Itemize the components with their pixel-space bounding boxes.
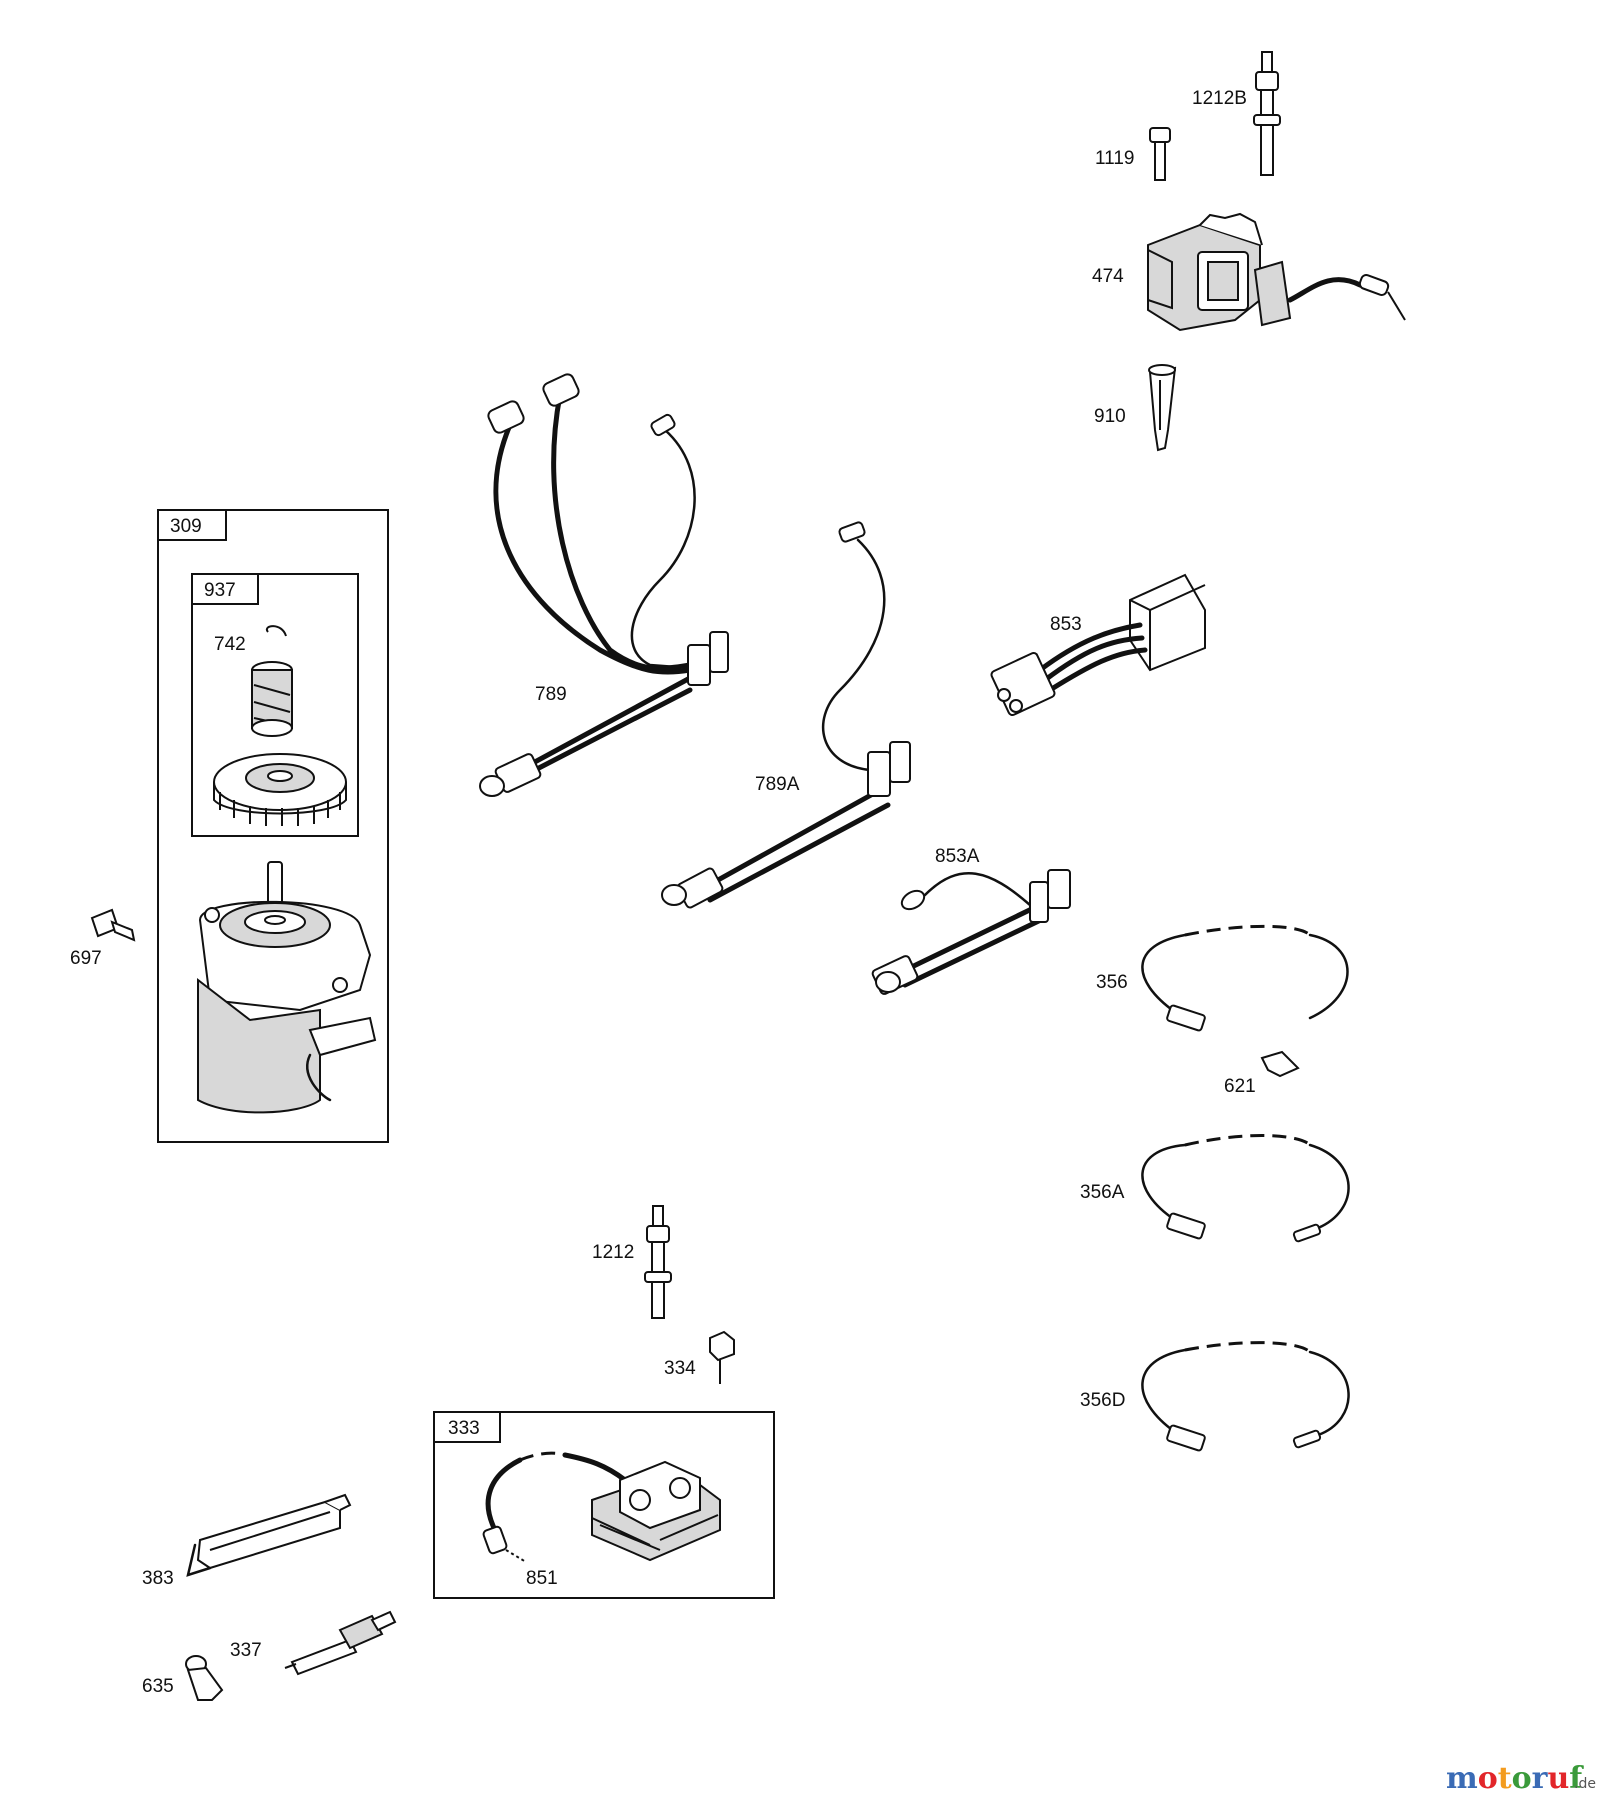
- part-853-connector: [990, 573, 1206, 717]
- part-1119-screw: [1149, 127, 1171, 181]
- part-1212-stud: [644, 1205, 672, 1319]
- part-697-bolt: [90, 908, 136, 942]
- label-309: 309: [170, 516, 202, 537]
- part-drive-pinion: [251, 661, 293, 737]
- part-789A-wire-harness: [661, 521, 911, 909]
- label-853: 853: [1050, 614, 1082, 635]
- label-1212: 1212: [592, 1242, 634, 1263]
- part-853A-ground-harness: [871, 869, 1071, 995]
- part-635-boot: [185, 1655, 224, 1701]
- label-742: 742: [214, 634, 246, 655]
- label-853A: 853A: [935, 846, 980, 867]
- label-356A: 356A: [1080, 1182, 1125, 1203]
- label-1119: 1119: [1095, 148, 1134, 169]
- part-621-clip: [1260, 1050, 1300, 1078]
- part-1212B-stud: [1253, 51, 1281, 176]
- label-356D: 356D: [1080, 1390, 1125, 1411]
- label-937: 937: [204, 580, 236, 601]
- label-635: 635: [142, 1676, 174, 1697]
- part-383-spark-plug-wrench: [186, 1493, 352, 1577]
- svg-text:.de: .de: [1574, 1776, 1596, 1792]
- part-starter-gear: [213, 753, 347, 826]
- part-starter-motor: [197, 861, 377, 1114]
- label-334: 334: [664, 1358, 696, 1379]
- svg-text:motoruf: motoruf: [1446, 1761, 1584, 1796]
- watermark-logo: motoruf .de: [1446, 1761, 1596, 1796]
- part-356A-wire: [1141, 1134, 1350, 1243]
- label-383: 383: [142, 1568, 174, 1589]
- label-333: 333: [448, 1418, 480, 1439]
- label-789A: 789A: [755, 774, 800, 795]
- part-789-wire-harness: [479, 373, 729, 797]
- part-742-clip: [265, 625, 287, 637]
- label-851: 851: [526, 1568, 558, 1589]
- label-337: 337: [230, 1640, 262, 1661]
- part-333-armature: [482, 1451, 721, 1562]
- leader-851: [505, 1549, 527, 1563]
- watermark-letter: o: [1512, 1761, 1532, 1796]
- label-789: 789: [535, 684, 567, 705]
- watermark-letter: t: [1498, 1761, 1512, 1796]
- part-356D-wire: [1141, 1341, 1350, 1452]
- part-910-spark-plug-boot: [1148, 364, 1177, 452]
- label-356: 356: [1096, 972, 1128, 993]
- label-910: 910: [1094, 406, 1126, 427]
- part-474-armature: [1147, 212, 1406, 332]
- watermark-letter: r: [1532, 1761, 1549, 1796]
- watermark-letter: o: [1478, 1761, 1498, 1796]
- label-697: 697: [70, 948, 102, 969]
- label-621: 621: [1224, 1076, 1256, 1097]
- watermark-letter: u: [1547, 1761, 1569, 1796]
- label-474: 474: [1092, 266, 1124, 287]
- watermark-letter: m: [1446, 1761, 1478, 1796]
- part-356-wire: [1141, 924, 1349, 1032]
- label-1212B: 1212B: [1192, 88, 1247, 109]
- watermark-letter: f: [1569, 1761, 1584, 1796]
- part-337-spark-plug: [284, 1610, 397, 1676]
- part-334-screw: [709, 1330, 735, 1384]
